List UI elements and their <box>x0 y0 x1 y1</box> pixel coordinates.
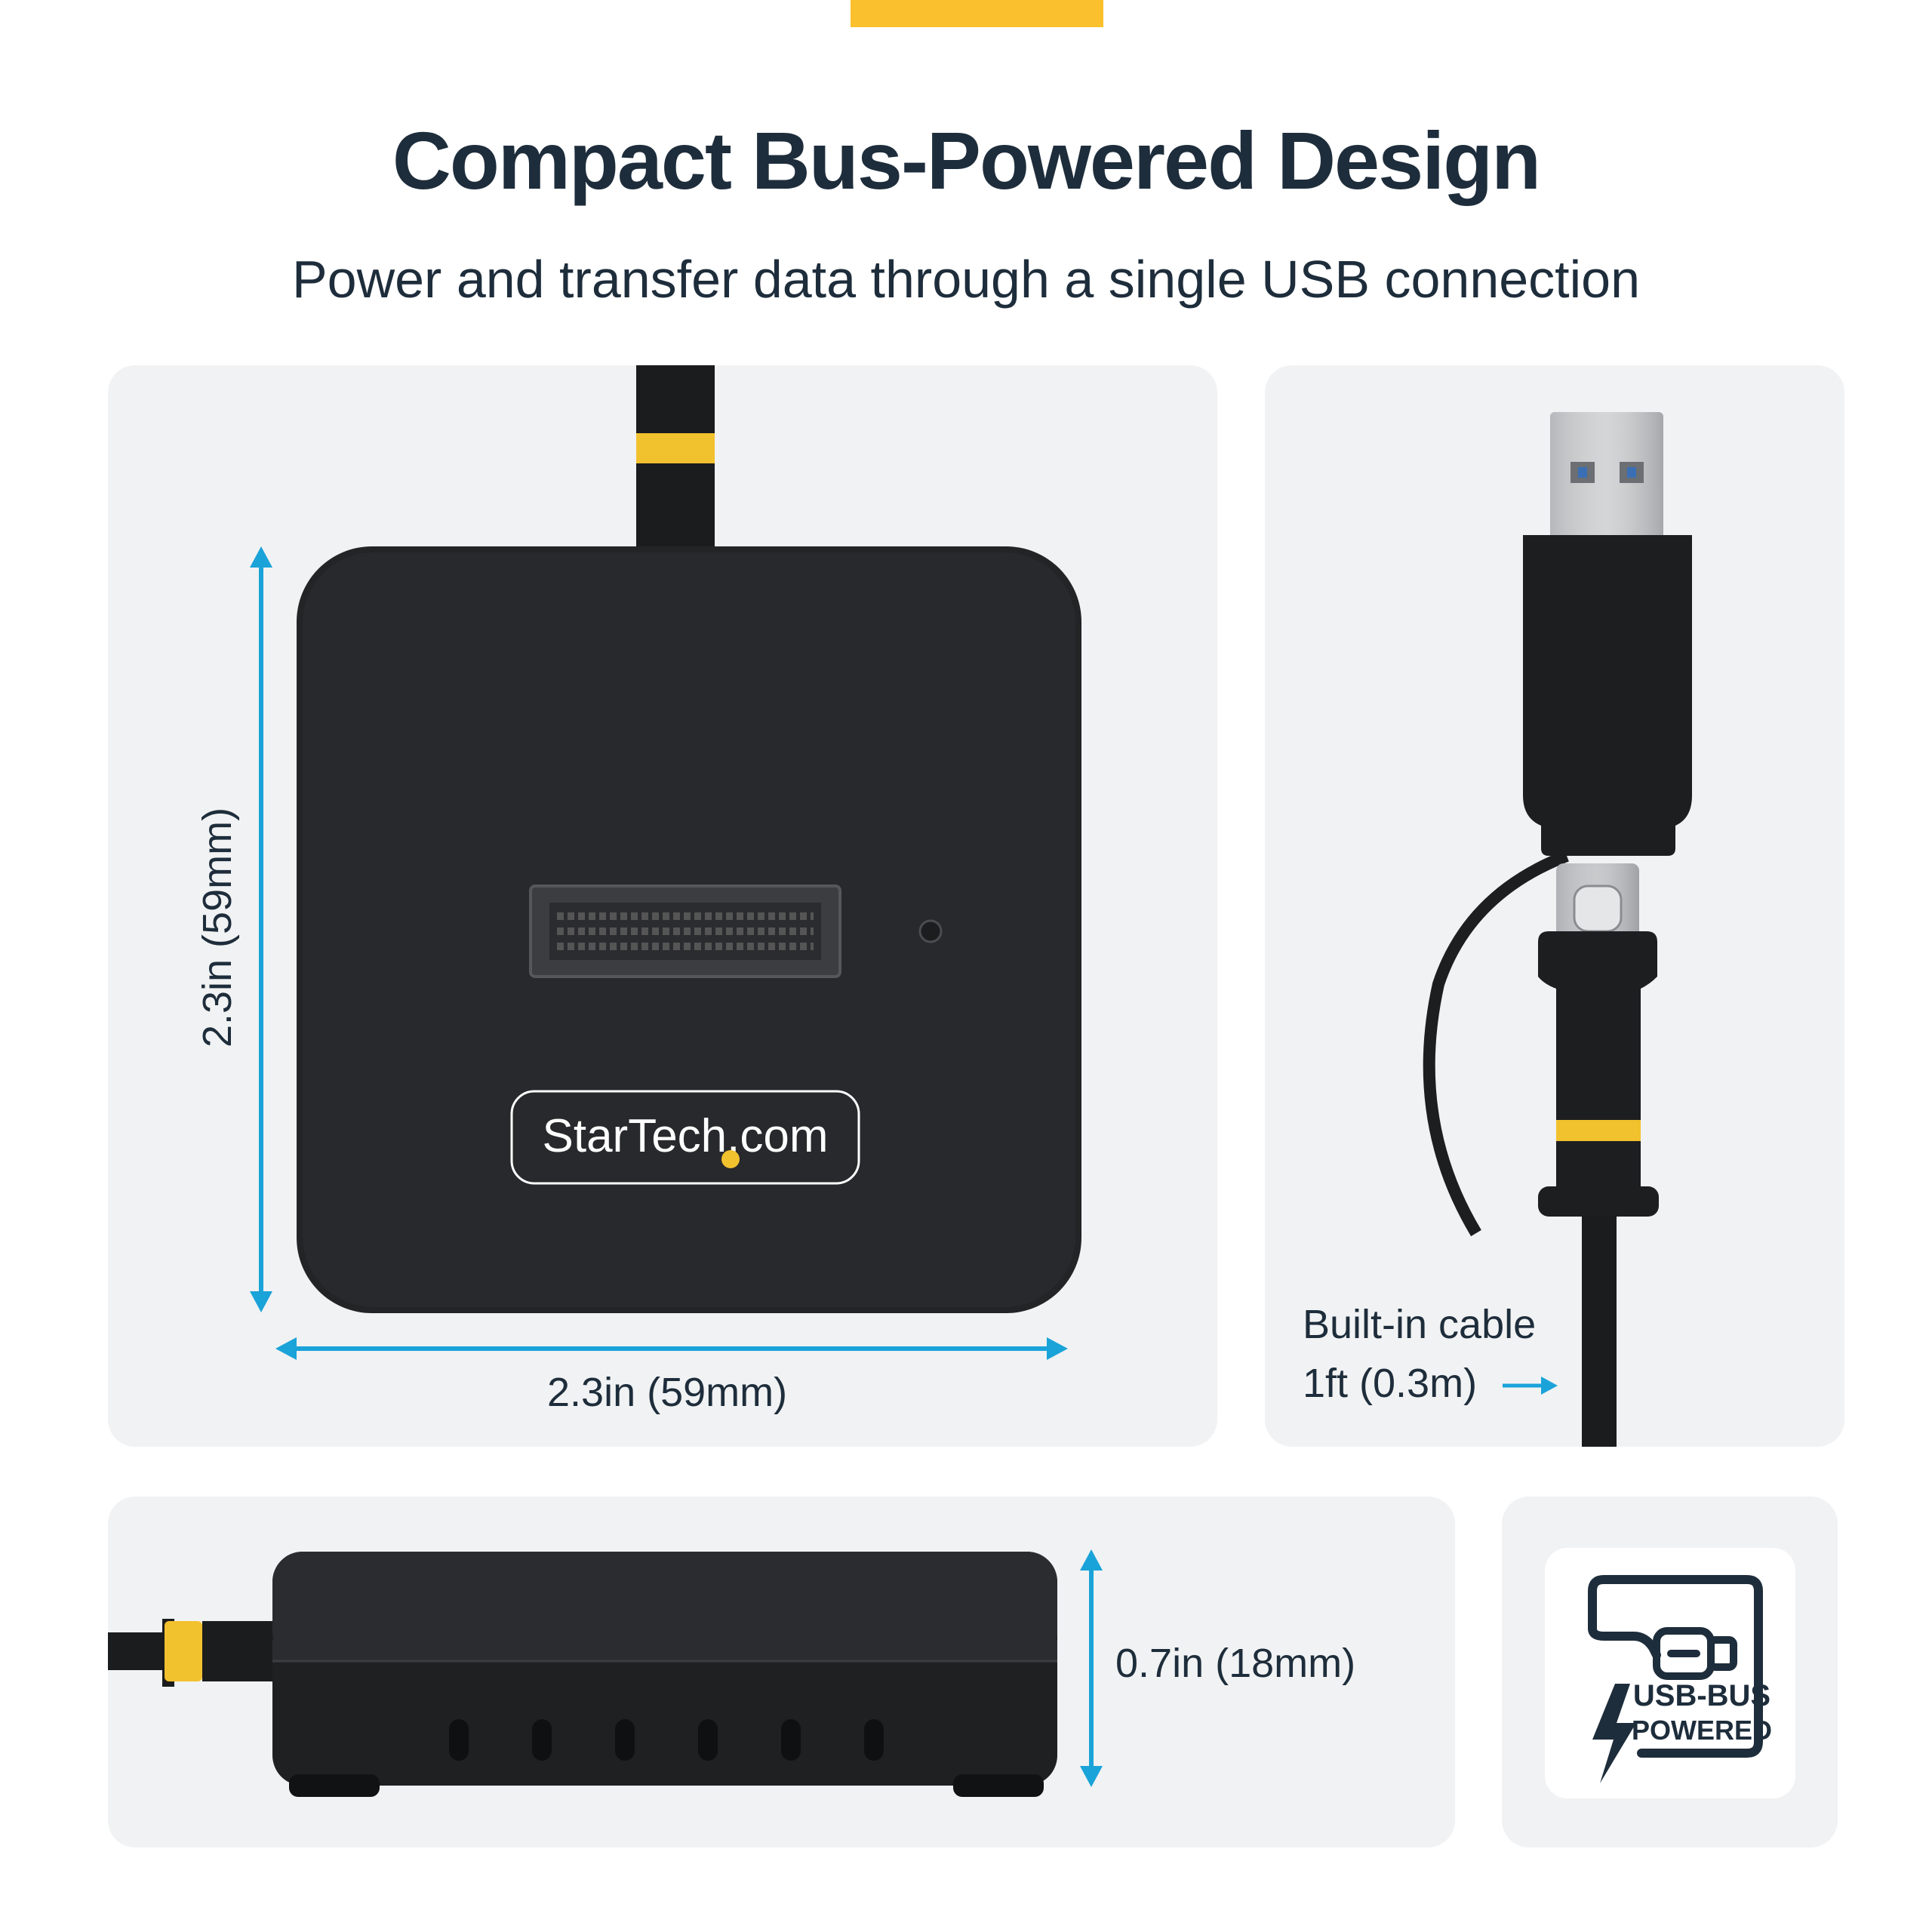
top-view-panel: StarTech.com 2.3in (59mm) 2.3in (59mm) <box>108 365 1217 1447</box>
adapter-tether <box>1423 850 1569 1237</box>
badge-line1: USB-BUS <box>1633 1679 1770 1712</box>
rubber-foot <box>289 1774 380 1797</box>
width-dimension-arrow <box>275 1337 1068 1360</box>
cable-panel: Built-in cable 1ft (0.3m) <box>1265 365 1844 1447</box>
side-view-panel: 0.7in (18mm) <box>108 1497 1455 1847</box>
cable <box>1582 1217 1617 1447</box>
page-title: Compact Bus-Powered Design <box>392 115 1541 206</box>
cable-yellow-ring <box>636 433 715 463</box>
usb-a-housing <box>1523 535 1692 856</box>
usb-a-connector <box>1550 412 1663 548</box>
device-side-illustration <box>108 1549 1103 1797</box>
status-led <box>918 919 943 943</box>
page-subtitle: Power and transfer data through a single… <box>291 250 1641 309</box>
accent-bar <box>851 0 1103 27</box>
cable-illustration <box>1423 412 1692 1447</box>
logo-dot <box>721 1150 740 1168</box>
usb-c-housing <box>1538 931 1657 1150</box>
lightning-bolt-icon <box>1592 1684 1636 1783</box>
badge-line2: POWERED <box>1632 1715 1772 1746</box>
usb-bus-powered-icon: USB-BUS POWERED <box>1545 1548 1795 1798</box>
badge-panel: USB-BUS POWERED <box>1502 1497 1838 1847</box>
cable-yellow-ring <box>1556 1120 1641 1141</box>
cable-length-arrow <box>1503 1377 1558 1395</box>
height-dimension-arrow <box>250 546 272 1312</box>
rubber-foot <box>953 1774 1044 1797</box>
thickness-dimension-arrow <box>1080 1549 1103 1787</box>
monitor-outline <box>1588 1575 1763 1758</box>
vent-slots <box>449 1719 884 1761</box>
cable-yellow-ring <box>165 1621 202 1681</box>
width-label: 2.3in (59mm) <box>547 1370 788 1415</box>
cable-label-line1: Built-in cable <box>1303 1302 1537 1347</box>
brand-logo: StarTech.com <box>542 1110 828 1162</box>
card-slot <box>529 884 841 978</box>
thickness-label: 0.7in (18mm) <box>1115 1641 1356 1686</box>
logo-box <box>510 1090 860 1185</box>
cable-label-line2: 1ft (0.3m) <box>1303 1361 1478 1406</box>
height-label: 2.3in (59mm) <box>195 807 240 1048</box>
usb-plug-icon <box>1653 1627 1737 1680</box>
device-top-illustration: StarTech.com <box>250 365 1081 1360</box>
cable-clip <box>1538 1186 1659 1217</box>
